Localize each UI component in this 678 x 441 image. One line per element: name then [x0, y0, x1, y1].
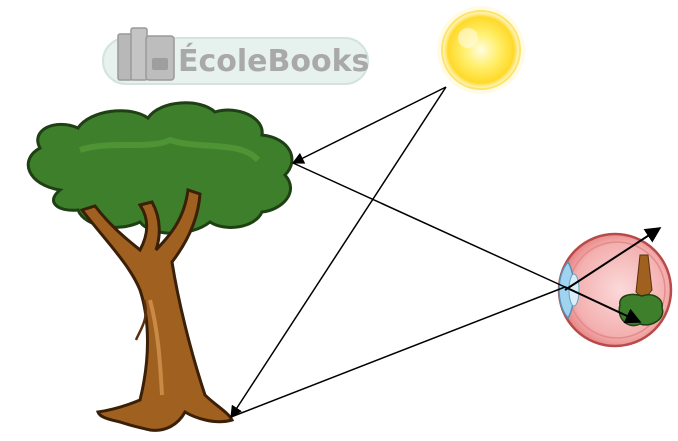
tree-icon — [26, 101, 294, 432]
ray-eye-top-image — [564, 286, 642, 324]
ray-sun-to-foliage — [291, 86, 447, 164]
ray-base-to-eye — [230, 286, 566, 418]
ray-foliage-to-eye — [292, 162, 566, 288]
ray-eye-bottom-image — [564, 227, 662, 291]
ecolebooks-logo: ÉcoleBooks — [102, 27, 369, 85]
light-rays — [230, 86, 662, 419]
tree-foliage — [26, 101, 294, 235]
tree-trunk — [79, 188, 235, 432]
sun-icon — [437, 6, 525, 94]
book-stack-icon — [117, 27, 175, 81]
ray-sun-to-base — [230, 86, 447, 419]
logo-text: ÉcoleBooks — [178, 43, 369, 79]
eye-icon — [557, 232, 673, 348]
